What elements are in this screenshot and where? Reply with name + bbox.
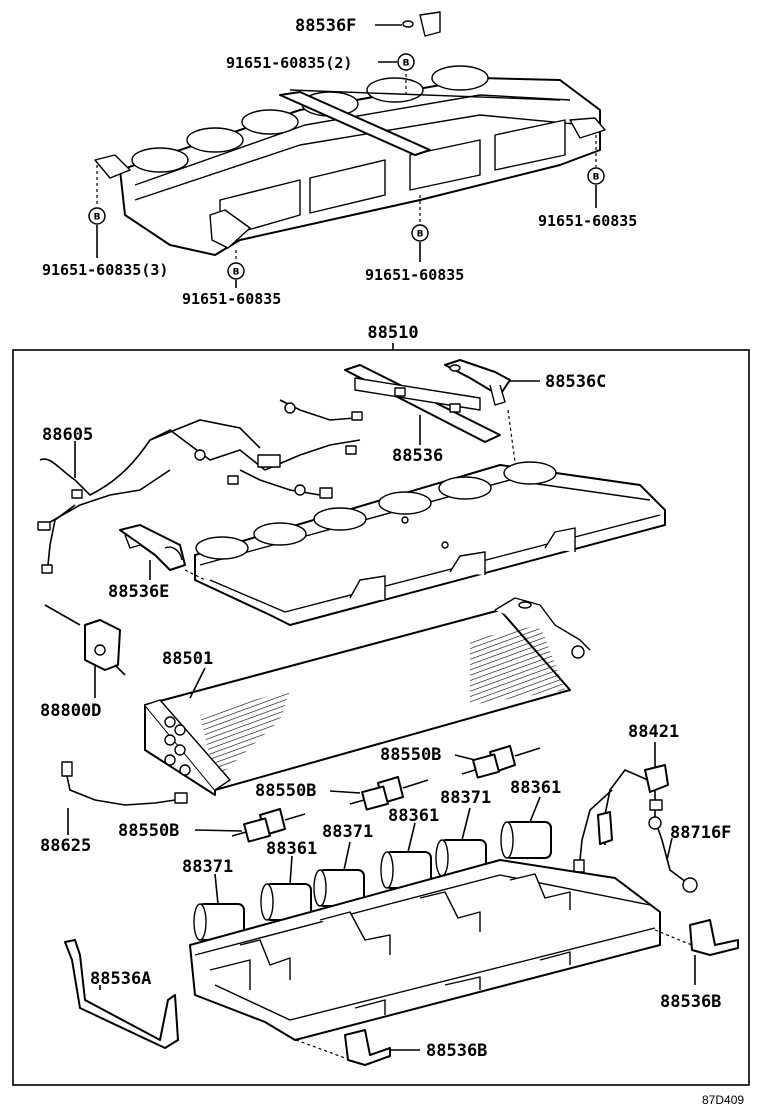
- blower-wheel-right-88361: [500, 821, 552, 859]
- part-lower-housing: [189, 859, 661, 1041]
- svg-text:B: B: [593, 173, 600, 183]
- part-88625-harness: [61, 761, 188, 806]
- label-91651-60835-qty3: 91651-60835(3): [42, 261, 168, 279]
- label-91651-60835-right: 91651-60835: [538, 212, 637, 230]
- label-88536C: 88536C: [545, 372, 606, 392]
- label-88800D: 88800D: [40, 701, 101, 721]
- blower-wheel-88371-left: [193, 903, 245, 941]
- diagram-code: 87D409: [702, 1093, 744, 1107]
- label-88536A: 88536A: [90, 969, 151, 989]
- svg-text:B: B: [94, 213, 101, 223]
- bolt-marker-left: B: [88, 207, 106, 225]
- part-88536B-bracket-right: [689, 919, 739, 956]
- part-88501-evaporator: [144, 597, 591, 796]
- evaporator-tubes: [164, 716, 191, 776]
- part-88536B-bracket-bottom: [344, 1029, 391, 1066]
- part-88605-harness: [37, 399, 363, 574]
- label-88536: 88536: [392, 446, 443, 466]
- assembly-frame: [12, 349, 750, 1086]
- blower-wheel-88361-mid: [380, 851, 432, 889]
- label-88361-mid: 88361: [388, 806, 439, 826]
- top-leaders: [96, 24, 597, 288]
- part-88421-valve: [573, 764, 698, 893]
- part-88536C-bracket: [444, 359, 511, 406]
- label-88361-left: 88361: [266, 839, 317, 859]
- label-88550B-top: 88550B: [380, 745, 441, 765]
- part-88800D-thermistor: [44, 604, 126, 676]
- part-upper-housing: [194, 461, 666, 626]
- part-88550B-motor-left: [231, 808, 306, 843]
- label-91651-60835-front-center: 91651-60835: [365, 266, 464, 284]
- label-88371-mid: 88371: [322, 822, 373, 842]
- label-88625: 88625: [40, 836, 91, 856]
- label-88550B-mid: 88550B: [255, 781, 316, 801]
- part-88550B-motor-mid: [349, 776, 429, 811]
- label-88361-right: 88361: [510, 778, 561, 798]
- part-88536-bracket: [344, 364, 501, 443]
- svg-text:B: B: [403, 59, 410, 69]
- label-88536B-bottom: 88536B: [426, 1041, 487, 1061]
- blower-wheel-88371-mid: [313, 869, 365, 907]
- bolt-marker-front-center: B: [411, 224, 429, 242]
- label-88605: 88605: [42, 425, 93, 445]
- label-91651-60835-qty2: 91651-60835(2): [226, 54, 352, 72]
- svg-text:B: B: [417, 230, 424, 240]
- label-88550B-left: 88550B: [118, 821, 179, 841]
- label-88371-right: 88371: [440, 788, 491, 808]
- label-88421: 88421: [628, 722, 679, 742]
- label-88716F: 88716F: [670, 823, 731, 843]
- label-91651-60835-front-left: 91651-60835: [182, 290, 281, 308]
- part-88536A-bracket: [64, 939, 179, 1049]
- label-88536B-right: 88536B: [660, 992, 721, 1012]
- label-88536E: 88536E: [108, 582, 169, 602]
- bolt-marker-right: B: [587, 167, 605, 185]
- top-unit-assembly: [94, 11, 606, 256]
- part-88536E-bracket: [119, 524, 186, 571]
- label-88501: 88501: [162, 649, 213, 669]
- label-88536F: 88536F: [295, 16, 356, 36]
- part-88550B-motor-top: [461, 745, 541, 779]
- svg-text:B: B: [233, 268, 240, 278]
- bolt-marker-qty2: B: [397, 53, 415, 71]
- label-88371-left: 88371: [182, 857, 233, 877]
- label-88510: 88510: [367, 323, 418, 343]
- bolt-marker-front-left: B: [227, 262, 245, 280]
- blower-wheel-88361-left: [260, 883, 312, 921]
